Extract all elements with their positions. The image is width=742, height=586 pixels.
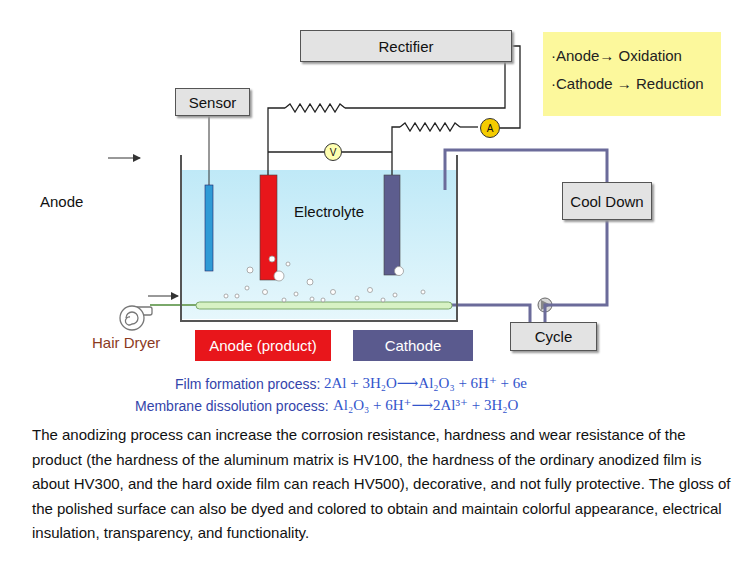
hair-dryer-icon bbox=[120, 306, 152, 330]
coolant-pipe bbox=[445, 150, 607, 182]
node-text: Rectifier bbox=[378, 38, 433, 55]
arrow bbox=[148, 296, 178, 297]
node-text: Anode (product) bbox=[209, 337, 317, 354]
node-text: V bbox=[330, 147, 337, 158]
label-text: Membrane dissolution process: bbox=[135, 398, 329, 414]
tank-rim bbox=[182, 158, 456, 170]
circuit-wires bbox=[268, 62, 505, 175]
arrow bbox=[108, 158, 140, 159]
cycle-box: Cycle bbox=[510, 322, 597, 351]
node-text: Cathode bbox=[385, 337, 442, 354]
note-box: ·Anode→ Oxidation·Cathode → Reduction bbox=[543, 32, 721, 116]
sensor-cable bbox=[209, 155, 210, 185]
node-text: Electrolyte bbox=[294, 203, 364, 220]
anode-electrode bbox=[260, 175, 277, 280]
cool-down-box: Cool Down bbox=[562, 182, 652, 220]
cathode-label-box: Cathode bbox=[353, 330, 473, 361]
resistor-symbol bbox=[285, 104, 345, 112]
node-text: Cycle bbox=[535, 328, 573, 345]
node-text: Cool Down bbox=[570, 193, 643, 210]
anode-label-box: Anode (product) bbox=[195, 330, 331, 361]
electrolyte-fill bbox=[182, 170, 456, 319]
label-text: Film formation process: bbox=[175, 376, 320, 392]
label-text: Hair Dryer bbox=[92, 334, 160, 351]
node-text: ·Anode→ Oxidation bbox=[551, 42, 713, 70]
return-pipe bbox=[444, 155, 447, 190]
equation-text: 2Al + 3H₂O⟶Al₂O₃ + 6H⁺ + 6e bbox=[324, 374, 527, 392]
node-text: A bbox=[487, 123, 494, 134]
voltmeter-circle: V bbox=[324, 143, 342, 161]
air-hose bbox=[150, 304, 196, 306]
cathode-electrode bbox=[384, 175, 400, 275]
aeration-tube bbox=[196, 302, 452, 309]
resistor-symbol bbox=[400, 123, 460, 131]
sensor-probe bbox=[205, 185, 213, 271]
coolant-pipe bbox=[545, 220, 607, 322]
node-text: ·Cathode → Reduction bbox=[551, 70, 713, 98]
bubbles bbox=[224, 256, 425, 302]
rectifier-box: Rectifier bbox=[300, 30, 512, 62]
wire bbox=[209, 116, 210, 155]
description-text: The anodizing process can increase the c… bbox=[32, 423, 738, 546]
tank: Electrolyte bbox=[180, 155, 458, 322]
ammeter-circle: A bbox=[480, 118, 500, 138]
equation-text: Al₂O₃ + 6H⁺⟶2Al³⁺ + 3H₂O bbox=[333, 396, 518, 414]
label-text: Anode bbox=[40, 193, 83, 210]
sensor-box: Sensor bbox=[175, 88, 250, 116]
node-text: Sensor bbox=[189, 94, 237, 111]
coolant-pipe bbox=[458, 305, 530, 322]
